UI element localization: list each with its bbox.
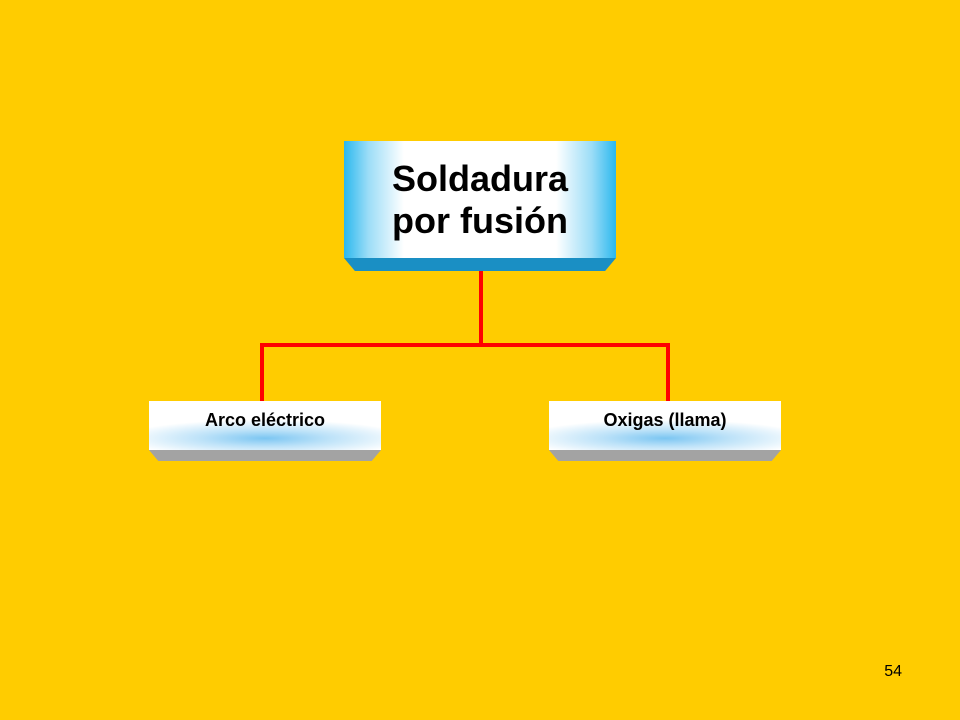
child-node-label: Oxigas (llama)	[603, 410, 727, 430]
child-node-label: Arco eléctrico	[204, 410, 326, 430]
root-node-label-line-1: Soldadura	[391, 157, 569, 199]
child-node-arco-electrico: Arco eléctrico	[149, 401, 381, 461]
root-node-face: Soldadura por fusión	[344, 141, 616, 258]
child-node-face: Arco eléctrico	[149, 401, 381, 450]
root-node-bevel	[344, 258, 616, 271]
child-node-oxigas: Oxigas (llama)	[549, 401, 781, 461]
root-node-label-line-2: por fusión	[392, 199, 568, 241]
page-number: 54	[884, 663, 902, 680]
child-node-face: Oxigas (llama)	[549, 401, 781, 450]
child-node-bevel	[549, 450, 781, 461]
root-node: Soldadura por fusión	[344, 141, 616, 271]
child-node-bevel	[149, 450, 381, 461]
